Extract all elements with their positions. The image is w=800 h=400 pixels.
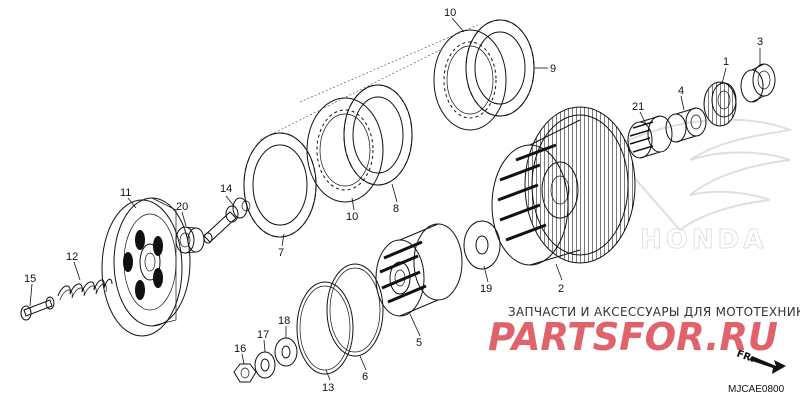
callout-3: 3: [757, 36, 763, 48]
part-15-bolt: [20, 296, 55, 321]
callout-15: 15: [24, 273, 36, 285]
part-14-lifter-rod: [203, 197, 251, 244]
callout-4: 4: [678, 85, 684, 97]
part-10-clutch-plate-upper: [433, 29, 507, 131]
shop-watermark: ЗАПЧАСТИ И АКСЕССУАРЫ ДЛЯ МОТОТЕХНИКИ PA…: [488, 305, 800, 359]
part-3-collar: [740, 63, 776, 103]
callout-12: 12: [66, 251, 78, 263]
part-9-friction-disc: [465, 19, 535, 117]
callout-17: 17: [257, 329, 269, 341]
callout-7: 7: [278, 247, 284, 259]
callout-16: 16: [234, 343, 246, 355]
part-8-friction-disc: [343, 84, 413, 186]
part-4-bushing: [665, 107, 707, 143]
callout-18: 18: [278, 315, 290, 327]
diagram-code: MJCAE0800: [728, 384, 785, 395]
part-11-pressure-plate: [101, 197, 191, 337]
callout-2: 2: [558, 283, 564, 295]
callout-11: 11: [120, 187, 131, 199]
callout-10-upper: 10: [444, 7, 456, 19]
part-12-spring: [57, 278, 113, 301]
callout-5: 5: [416, 337, 422, 349]
part-17-washer: [254, 351, 276, 379]
part-7-friction-disc: [243, 132, 317, 238]
callout-6: 6: [362, 371, 368, 383]
callout-20: 20: [176, 201, 188, 213]
part-10-clutch-plate-lower: [306, 97, 384, 203]
watermark-tagline: ЗАПЧАСТИ И АКСЕССУАРЫ ДЛЯ МОТОТЕХНИКИ: [508, 305, 800, 319]
honda-faint-text: HONDA: [640, 225, 767, 255]
callout-9: 9: [550, 63, 556, 75]
part-16-lock-nut: [233, 363, 257, 383]
leader-lines: [29, 17, 761, 381]
honda-wing-watermark: HONDA: [608, 118, 794, 256]
front-arrow-icon: [749, 356, 786, 374]
callout-8: 8: [393, 203, 399, 215]
part-6-wire-ring: [326, 263, 384, 357]
part-21-needle-bearing: [627, 115, 673, 159]
part-5-clutch-center: [375, 223, 463, 317]
callout-10-lower: 10: [346, 211, 358, 223]
callout-13: 13: [322, 382, 334, 394]
callout-14: 14: [220, 183, 232, 195]
callout-labels: 1 2 3 4 5 6 7 8 9 10 10 11 12 13 14 15 1…: [24, 7, 763, 394]
part-19-washer: [463, 220, 501, 270]
alignment-lines: [259, 23, 481, 141]
callout-21: 21: [632, 101, 644, 113]
part-2-clutch-outer: [491, 106, 636, 266]
part-13-wire-ring: [296, 281, 354, 375]
watermark-brand: PARTSFOR.RU: [488, 315, 778, 359]
part-1-drive-sprocket: [703, 81, 737, 127]
callout-19: 19: [480, 283, 492, 295]
callout-1: 1: [723, 56, 729, 68]
part-18-lock-washer: [274, 337, 298, 367]
